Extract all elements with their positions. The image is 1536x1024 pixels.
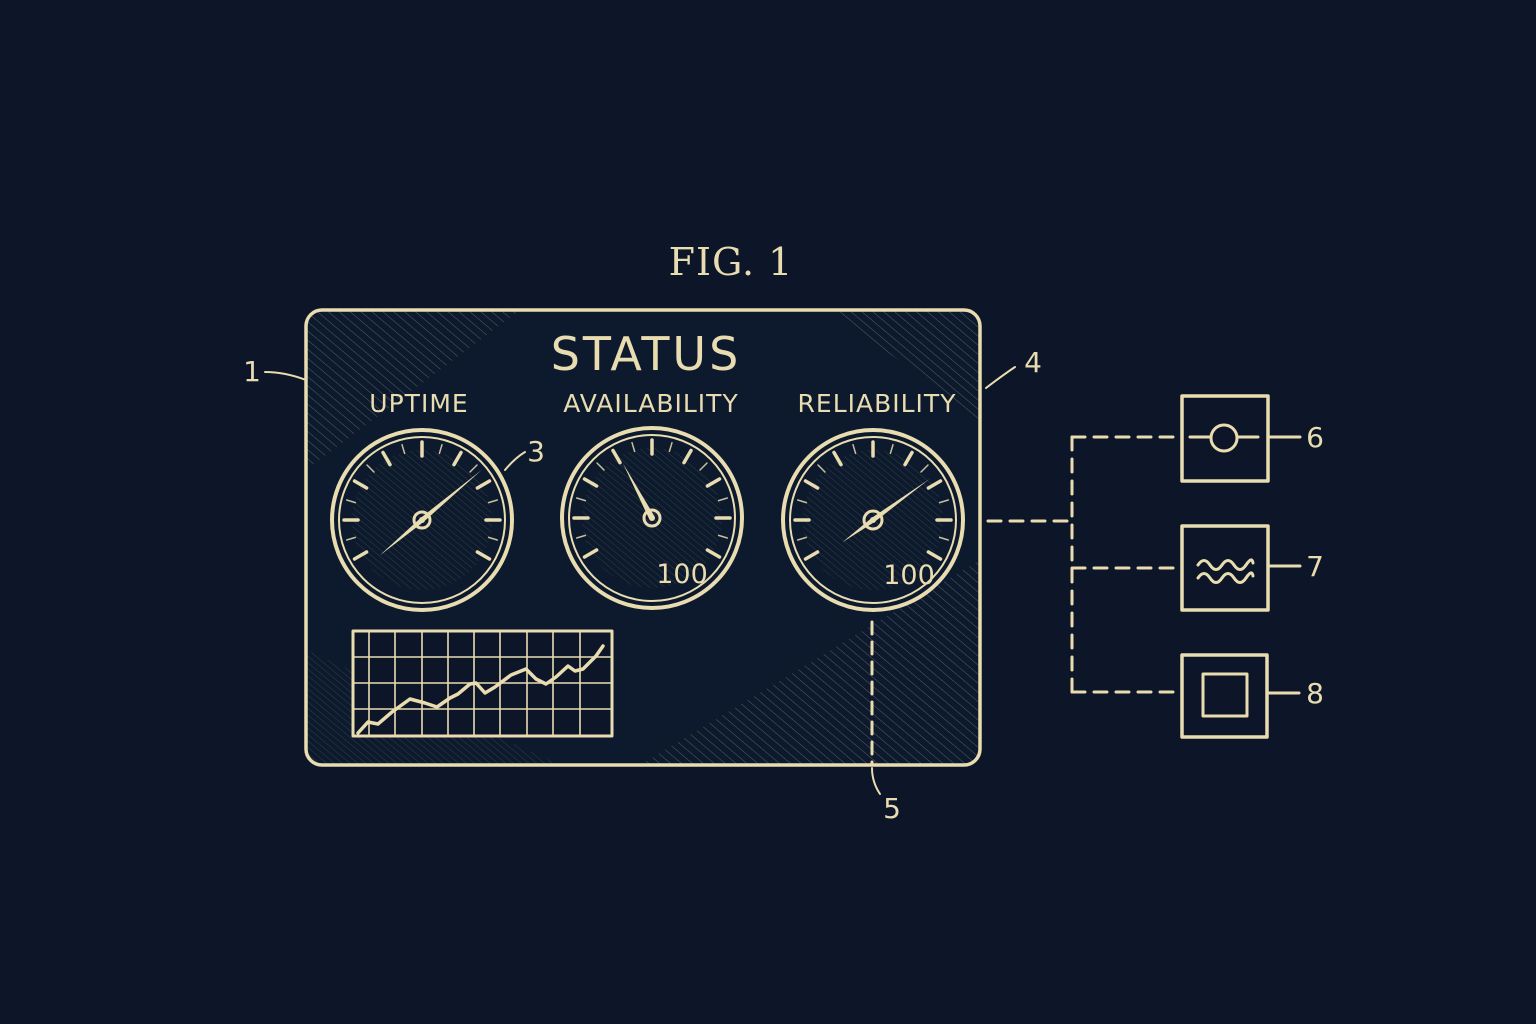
callout-leader-4 [985, 366, 1016, 389]
callout-4: 4 [1024, 346, 1042, 379]
square-symbol-icon [1201, 672, 1249, 718]
hatch-top-left [306, 310, 520, 470]
hatch-top-right [830, 310, 980, 420]
gauge-ticks-major [572, 438, 732, 559]
callout-7: 7 [1306, 550, 1324, 583]
gauge-needle [622, 463, 655, 520]
gauge-ticks-major [793, 440, 953, 561]
gauge-ticks-minor [345, 443, 499, 541]
gauge-scale-label: 100 [883, 560, 935, 591]
gauge-ticks-major [342, 440, 502, 561]
status-panel: STATUS UPTIME AVAILABILITY RELIABILITY [243, 308, 1042, 825]
peripheral-8: 8 [1180, 653, 1324, 739]
gauge-ticks-minor [575, 441, 729, 539]
gauge-needle [842, 478, 930, 543]
wave-symbol-icon [1196, 558, 1255, 584]
gauge-needle [379, 469, 482, 556]
gauge-uptime [330, 428, 514, 612]
trend-chart [351, 629, 614, 738]
hatch-bottom-right [640, 560, 980, 765]
trend-chart-frame [351, 629, 614, 738]
panel-border [304, 308, 982, 767]
gauge-label-reliability: RELIABILITY [798, 389, 957, 418]
figure-title: FIG. 1 [669, 240, 794, 284]
gauge-label-uptime: UPTIME [369, 389, 468, 418]
callout-3: 3 [527, 435, 545, 468]
callout-1: 1 [243, 355, 261, 388]
trend-line [356, 644, 605, 735]
gauge-reliability: 100 [781, 428, 965, 612]
gauge-label-availability: AVAILABILITY [563, 389, 738, 418]
gauge-ticks-minor [796, 443, 950, 541]
callout-leader-5 [871, 767, 881, 795]
callout-leader-1 [264, 371, 307, 381]
peripheral-6: 6 [1180, 394, 1324, 483]
circle-symbol-icon [1209, 423, 1239, 453]
gauge-availability: 100 [560, 426, 744, 610]
callout-6: 6 [1306, 421, 1324, 454]
connection-bus [986, 435, 1184, 694]
callout-8: 8 [1306, 677, 1324, 710]
callout-leader-3 [504, 451, 526, 471]
gauge-scale-label: 100 [656, 559, 708, 590]
callout-5: 5 [883, 792, 901, 825]
peripheral-7: 7 [1180, 524, 1324, 612]
panel-title: STATUS [551, 327, 742, 381]
